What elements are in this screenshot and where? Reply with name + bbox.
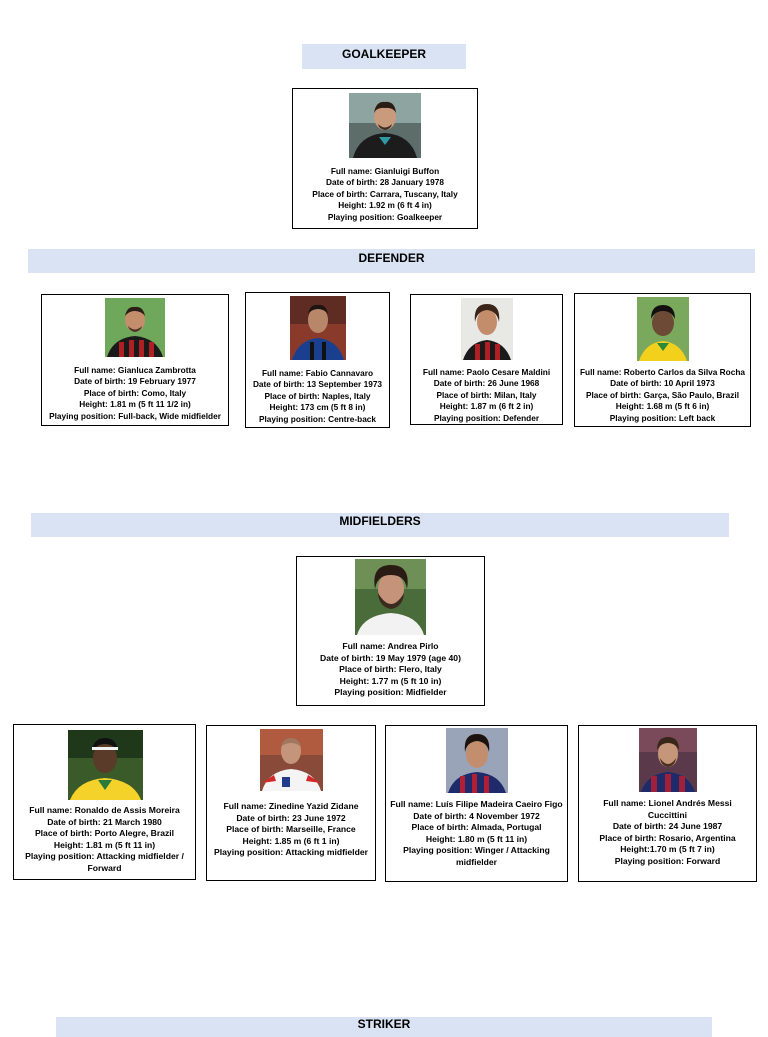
player-info: Full name: Lionel Andrés Messi Cuccittin… <box>579 798 756 868</box>
full-name: Full name: Zinedine Yazid Zidane <box>223 801 359 811</box>
player-photo-icon <box>446 728 508 793</box>
section-title: GOALKEEPER <box>341 47 426 61</box>
player-card-messi: Full name: Lionel Andrés Messi Cuccittin… <box>578 725 757 882</box>
date-of-birth: Date of birth: 24 June 1987 <box>612 821 723 832</box>
player-photo-icon <box>355 559 426 635</box>
section-title: STRIKER <box>357 1017 411 1031</box>
playing-position: Playing position: Forward <box>614 855 721 866</box>
height: Height: 173 cm (5 ft 8 in) <box>269 402 366 413</box>
playing-position: Playing position: Midfielder <box>334 687 447 698</box>
player-info: Full name: Roberto Carlos da Silva Rocha… <box>575 367 750 424</box>
height: Height:1.70 m (5 ft 7 in) <box>620 844 715 855</box>
playing-position: Playing position: Attacking midfielder /… <box>25 851 184 873</box>
date-of-birth: Date of birth: 26 June 1968 <box>433 378 540 389</box>
full-name: Full name: Lionel Andrés Messi Cuccittin… <box>603 798 732 820</box>
player-photo-icon <box>290 296 346 360</box>
player-card-zambrotta: Full name: Gianluca Zambrotta Date of bi… <box>41 294 229 426</box>
playing-position: Playing position: Attacking midfielder <box>214 847 368 858</box>
full-name: Full name: Paolo Cesare Maldini <box>422 367 551 377</box>
place-of-birth: Place of birth: Carrara, Tuscany, Italy <box>312 188 458 199</box>
player-card-zidane: Full name: Zinedine Yazid Zidane Date of… <box>206 725 376 881</box>
playing-position: Playing position: Centre-back <box>258 413 377 424</box>
height: Height: 1.77 m (5 ft 10 in) <box>339 675 442 686</box>
height: Height: 1.68 m (5 ft 6 in) <box>615 401 710 412</box>
full-name: Full name: Ronaldo de Assis Moreira <box>29 805 180 815</box>
player-info: Full name: Luís Filipe Madeira Caeiro Fi… <box>386 799 567 869</box>
player-card-buffon: Full name: Gianluigi Buffon Date of birt… <box>292 88 478 229</box>
place-of-birth: Place of birth: Rosario, Argentina <box>599 832 736 843</box>
player-card-pirlo: Full name: Andrea Pirlo Date of birth: 1… <box>296 556 485 706</box>
place-of-birth: Place of birth: Porto Alegre, Brazil <box>34 828 175 839</box>
height: Height: 1.92 m (6 ft 4 in) <box>338 200 432 211</box>
place-of-birth: Place of birth: Flero, Italy <box>339 664 442 675</box>
height: Height: 1.85 m (6 ft 1 in) <box>242 835 340 846</box>
date-of-birth: Date of birth: 13 September 1973 <box>252 379 383 390</box>
section-header-striker: STRIKER <box>56 1017 712 1037</box>
date-of-birth: Date of birth: 4 November 1972 <box>413 810 540 821</box>
player-info: Full name: Gianluca Zambrotta Date of bi… <box>42 365 228 422</box>
player-info: Full name: Zinedine Yazid Zidane Date of… <box>207 801 375 859</box>
player-info: Full name: Fabio Cannavaro Date of birth… <box>246 368 389 425</box>
place-of-birth: Place of birth: Naples, Italy <box>264 390 371 401</box>
player-photo-icon <box>68 730 143 800</box>
full-name: Full name: Roberto Carlos da Silva Rocha <box>579 367 746 377</box>
date-of-birth: Date of birth: 23 June 1972 <box>236 812 346 823</box>
full-name: Full name: Andrea Pirlo <box>342 641 439 651</box>
player-info: Full name: Paolo Cesare Maldini Date of … <box>411 367 562 424</box>
full-name: Full name: Luís Filipe Madeira Caeiro Fi… <box>390 799 563 809</box>
date-of-birth: Date of birth: 10 April 1973 <box>610 378 715 389</box>
playing-position: Playing position: Left back <box>609 412 716 423</box>
player-info: Full name: Andrea Pirlo Date of birth: 1… <box>297 641 484 699</box>
playing-position: Playing position: Defender <box>433 412 540 423</box>
player-photo-icon <box>260 729 323 791</box>
player-photo-icon <box>637 297 689 361</box>
player-photo-icon <box>105 298 165 357</box>
section-header-defender: DEFENDER <box>28 249 755 273</box>
player-card-figo: Full name: Luís Filipe Madeira Caeiro Fi… <box>385 725 568 882</box>
playing-position: Playing position: Winger / Attacking mid… <box>403 845 550 867</box>
date-of-birth: Date of birth: 19 February 1977 <box>74 376 196 387</box>
place-of-birth: Place of birth: Marseille, France <box>226 824 356 835</box>
full-name: Full name: Fabio Cannavaro <box>261 368 374 378</box>
place-of-birth: Place of birth: Como, Italy <box>83 387 187 398</box>
date-of-birth: Date of birth: 19 May 1979 (age 40) <box>320 652 461 663</box>
height: Height: 1.81 m (5 ft 11 1/2 in) <box>79 399 191 410</box>
player-info: Full name: Ronaldo de Assis Moreira Date… <box>14 805 195 875</box>
playing-position: Playing position: Full-back, Wide midfie… <box>49 410 221 421</box>
section-title: MIDFIELDERS <box>339 514 421 528</box>
section-title: DEFENDER <box>358 251 425 265</box>
date-of-birth: Date of birth: 28 January 1978 <box>325 177 445 188</box>
place-of-birth: Place of birth: Almada, Portugal <box>411 822 542 833</box>
player-info: Full name: Gianluigi Buffon Date of birt… <box>293 166 477 223</box>
section-header-goalkeeper: GOALKEEPER <box>302 44 466 69</box>
player-card-ronaldinho: Full name: Ronaldo de Assis Moreira Date… <box>13 724 196 880</box>
player-card-roberto-carlos: Full name: Roberto Carlos da Silva Rocha… <box>574 293 751 427</box>
full-name: Full name: Gianluigi Buffon <box>330 166 440 176</box>
player-photo-icon <box>349 93 421 158</box>
place-of-birth: Place of birth: Milan, Italy <box>436 389 537 400</box>
player-photo-icon <box>639 728 697 792</box>
player-card-maldini: Full name: Paolo Cesare Maldini Date of … <box>410 294 563 425</box>
place-of-birth: Place of birth: Garça, São Paulo, Brazil <box>585 389 740 400</box>
player-photo-icon <box>461 298 513 360</box>
date-of-birth: Date of birth: 21 March 1980 <box>47 816 162 827</box>
playing-position: Playing position: Goalkeeper <box>327 211 443 222</box>
player-card-cannavaro: Full name: Fabio Cannavaro Date of birth… <box>245 292 390 428</box>
full-name: Full name: Gianluca Zambrotta <box>74 365 196 375</box>
height: Height: 1.80 m (5 ft 11 in) <box>425 833 528 844</box>
height: Height: 1.81 m (5 ft 11 in) <box>53 839 156 850</box>
section-header-midfielders: MIDFIELDERS <box>31 513 729 537</box>
height: Height: 1.87 m (6 ft 2 in) <box>439 401 534 412</box>
